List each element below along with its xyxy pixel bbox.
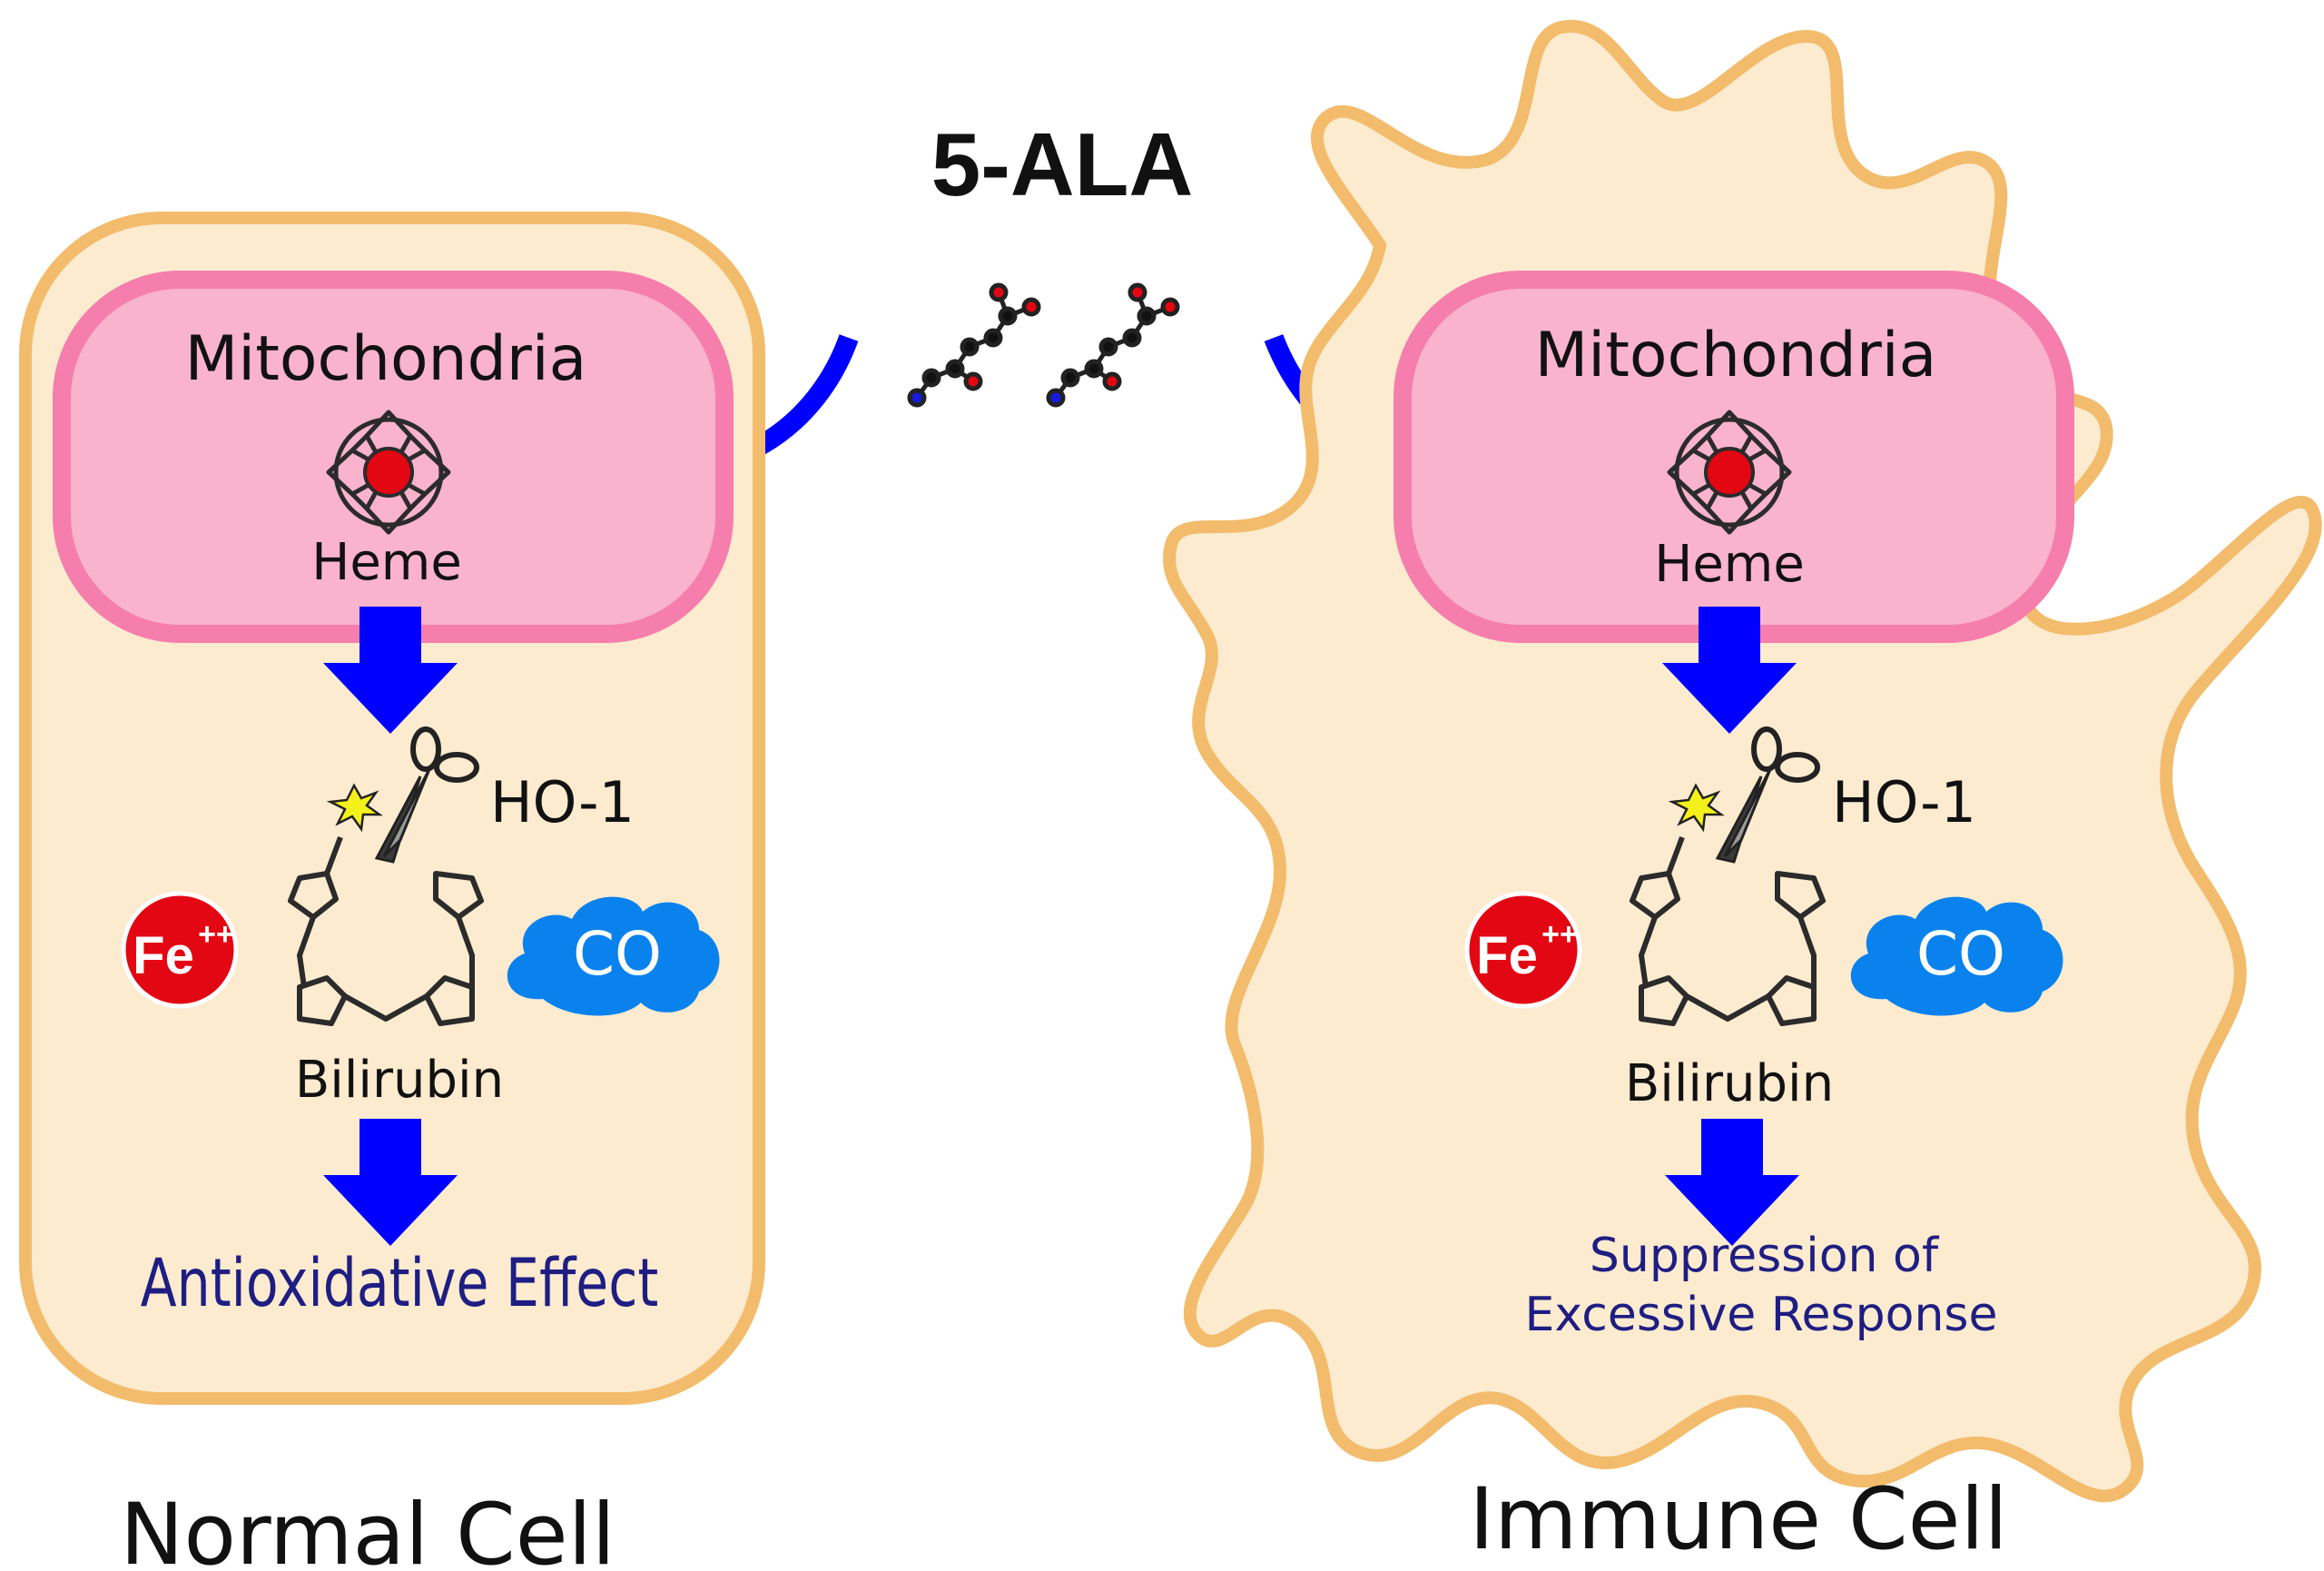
mitochondria-label: Mitochondria [185,323,587,395]
co-label: CO [1916,919,2005,989]
iron-badge: Fe ++ [1464,891,1582,1009]
molecule-icon [1049,285,1177,405]
co-cloud: CO [507,896,720,1016]
immune-cell: Mitochondria Heme HO-1 Fe ++ CO Bilirubi… [1163,19,2322,1569]
cell-label: Immune Cell [1469,1470,2007,1569]
heme-label: Heme [1654,535,1805,594]
effect-label: Antioxidative Effect [141,1243,659,1321]
cell-label: Normal Cell [120,1486,615,1571]
mitochondria-label: Mitochondria [1535,320,1937,391]
molecule-icon [910,285,1039,405]
iron-label: Fe [1476,926,1538,985]
enzyme-label: HO-1 [1832,769,1976,835]
heme-label: Heme [311,533,462,592]
co-label: CO [573,919,662,989]
iron-label: Fe [133,926,194,985]
bilirubin-label: Bilirubin [295,1051,504,1110]
enzyme-label: HO-1 [490,769,635,835]
co-cloud: CO [1850,896,2063,1016]
iron-badge: Fe ++ [121,891,239,1009]
effect-label-line1: Suppression of [1590,1229,1940,1283]
iron-charge: ++ [1541,917,1578,952]
effect-label-line2: Excessive Response [1525,1288,1998,1342]
bilirubin-label: Bilirubin [1625,1054,1834,1113]
title-5ala: 5-ALA [931,114,1194,214]
normal-cell: Mitochondria Heme HO-1 Fe ++ CO Bilirubi… [19,212,765,1571]
iron-charge: ++ [198,917,234,952]
